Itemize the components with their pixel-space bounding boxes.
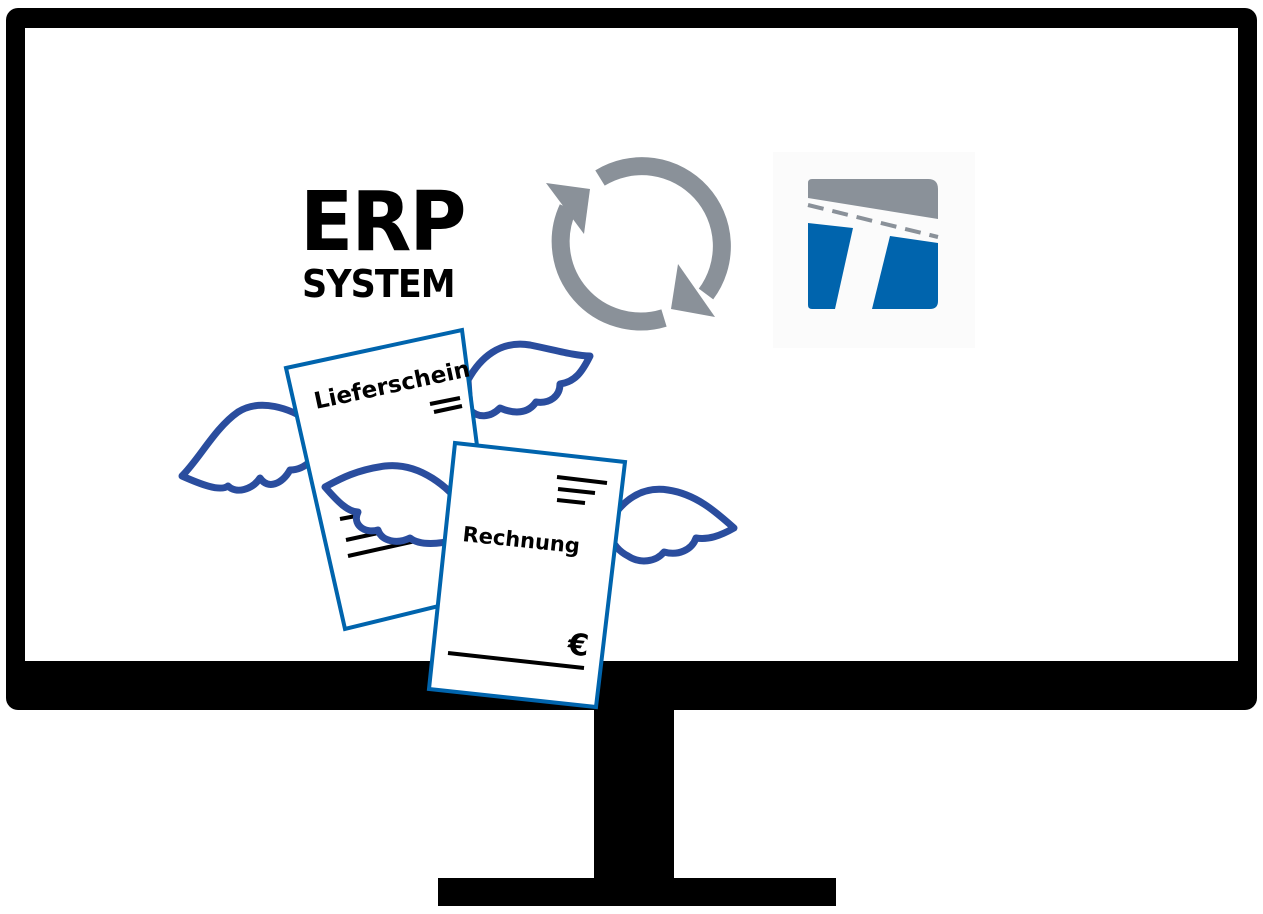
sync-arrows-icon [551, 157, 731, 331]
monitor-base [438, 878, 836, 906]
wing-icon [178, 401, 326, 494]
monitor-screen [25, 28, 1238, 661]
wing-icon [606, 485, 738, 565]
erp-subtitle: SYSTEM [302, 262, 456, 306]
sync-arrowhead-bottom [671, 264, 715, 317]
sync-arrowhead-top [546, 183, 590, 234]
wing-icon [464, 340, 594, 420]
brand-logo-icon [773, 152, 975, 348]
invoice-document: Rechnung € [321, 440, 738, 710]
erp-title: ERP [300, 175, 467, 270]
monitor-neck [594, 708, 674, 884]
wing-icon [321, 462, 469, 547]
euro-symbol: € [565, 627, 590, 664]
